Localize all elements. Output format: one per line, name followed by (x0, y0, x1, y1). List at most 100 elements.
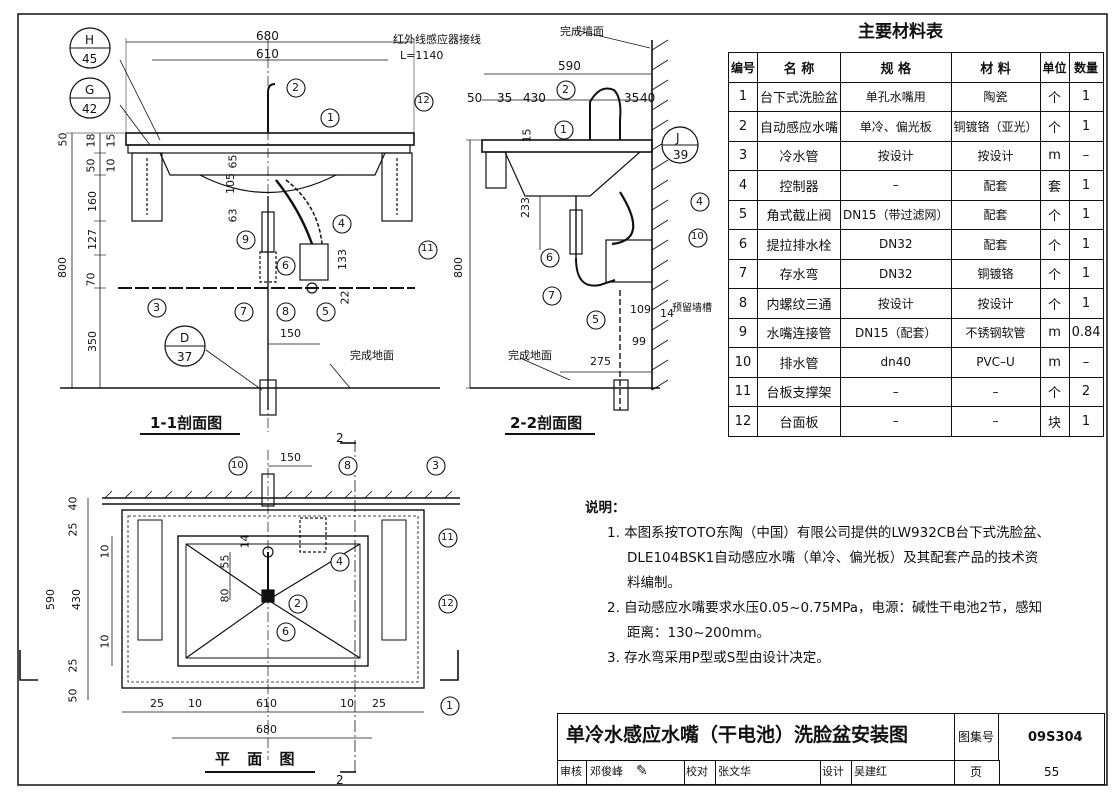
s1-callout-12: 12 (417, 95, 430, 106)
cell-unit: 个 (1039, 258, 1070, 289)
plan-callout-4: 4 (336, 555, 343, 568)
note-line: 2. 自动感应水嘴要求水压0.05~0.75MPa，电源：碱性干电池2节，感知 (607, 600, 1043, 616)
dim-left-70: 70 (84, 272, 98, 287)
cell-material: PVC–U (950, 347, 1041, 378)
floor-label-s1: 完成地面 (350, 349, 394, 362)
section1-dim-680: 680 (256, 29, 279, 43)
cell-spec: – (840, 376, 952, 407)
cell-spec: DN15（配套） (840, 317, 952, 348)
materials-table-title: 主要材料表 (858, 22, 943, 42)
cell-name: 角式截止阀 (757, 199, 842, 230)
cell-unit: 个 (1039, 81, 1070, 112)
cell-name: 排水管 (757, 347, 842, 378)
dim-22: 22 (338, 290, 352, 305)
plan-dim-10: 10 (98, 544, 112, 559)
cell-unit: 个 (1039, 111, 1070, 142)
cell-material: 铜镀铬（亚光） (950, 111, 1041, 142)
notes-block: 说明： 1. 本图系按TOTO东陶（中国）有限公司提供的LW932CB台下式洗脸… (585, 496, 1075, 671)
cell-spec: 按设计 (840, 288, 952, 319)
sensor-wire-note: 红外线感应器接线 (393, 33, 481, 46)
cell-qty: – (1068, 140, 1104, 171)
section1-dim-610: 610 (256, 47, 279, 61)
cell-no: 10 (727, 347, 759, 378)
reviewer-signature: ✎ (636, 763, 648, 779)
dim-left-160: 160 (86, 191, 99, 212)
checker-name: 张文华 (718, 765, 751, 778)
plan-callout-12: 12 (441, 598, 454, 609)
s2-dim-99: 99 (632, 335, 646, 348)
cell-no: 9 (727, 317, 759, 348)
plan-dim-150: 150 (280, 451, 301, 464)
note-line: 距离：130~200mm。 (627, 625, 771, 641)
ref-h-top: H (85, 33, 95, 47)
dim-133: 133 (336, 249, 349, 270)
s1-callout-2: 2 (292, 81, 299, 94)
ref-h-bottom: 45 (82, 52, 98, 66)
s1-callout-3: 3 (153, 301, 160, 314)
cell-unit: 个 (1039, 229, 1070, 260)
plan-callout-1: 1 (446, 699, 453, 712)
materials-table-header: 编号 名 称 规 格 材 料 单位 数量 (727, 52, 1104, 83)
s2-dim-15: 15 (520, 128, 534, 143)
title-block: 单冷水感应水嘴（干电池）洗脸盆安装图 图集号 09S304 审核 邓俊峰 ✎ 校… (557, 713, 1105, 785)
note-line: 1. 本图系按TOTO东陶（中国）有限公司提供的LW932CB台下式洗脸盆、 (607, 525, 1051, 541)
s2-callout-1: 1 (560, 123, 567, 136)
s2-dim-109: 109 (630, 303, 651, 316)
dim-left-50b: 50 (84, 158, 98, 173)
design-label: 设计 (822, 765, 844, 778)
ref-j-top: J (676, 131, 680, 145)
cell-material: – (950, 376, 1041, 407)
col-header-no: 编号 (727, 52, 759, 83)
cell-no: 8 (727, 288, 759, 319)
s2-dim-233: 233 (519, 197, 532, 218)
dim-150-s1: 150 (280, 327, 301, 340)
dim-left-18: 18 (84, 133, 98, 148)
cell-name: 台面板 (757, 406, 842, 437)
plan-dim-b25: 25 (150, 697, 164, 710)
s2-callout-2: 2 (562, 83, 569, 96)
page-label: 页 (970, 765, 983, 779)
s1-callout-9: 9 (242, 233, 249, 246)
cell-qty: – (1068, 347, 1104, 378)
dim-105: 105 (224, 173, 237, 194)
callout-circles (147, 78, 710, 716)
ref-g-bottom: 42 (82, 102, 98, 116)
cell-name: 存水弯 (757, 258, 842, 289)
cell-no: 5 (727, 199, 759, 230)
cell-material: 配套 (950, 199, 1041, 230)
cell-unit: 个 (1039, 288, 1070, 319)
plan-callout-8: 8 (344, 459, 351, 472)
cell-unit: m (1039, 347, 1070, 378)
sheet-frame (17, 13, 1108, 786)
col-header-unit: 单位 (1039, 52, 1070, 83)
cell-spec: 按设计 (840, 140, 952, 171)
sensor-wire-length: L=1140 (400, 49, 444, 62)
plan-dim-b680: 680 (256, 723, 277, 736)
cell-qty: 1 (1068, 199, 1104, 230)
cell-unit: 个 (1039, 199, 1070, 230)
dim-65: 65 (226, 154, 240, 169)
check-label: 校对 (686, 765, 708, 778)
s1-callout-6: 6 (282, 259, 289, 272)
s2-callout-4: 4 (696, 195, 703, 208)
s1-callout-8: 8 (282, 305, 289, 318)
notes-heading: 说明： (585, 500, 626, 516)
cell-spec: DN15（带过滤网） (840, 199, 952, 230)
plan-dim-14: 14 (238, 534, 252, 549)
s2-callout-6: 6 (546, 251, 553, 264)
ref-circle-h45 (69, 27, 111, 69)
cell-qty: 1 (1068, 406, 1104, 437)
cell-material: 配套 (950, 229, 1041, 260)
dim-left-350: 350 (86, 331, 99, 352)
cell-name: 冷水管 (757, 140, 842, 171)
cell-qty: 1 (1068, 170, 1104, 201)
s2-dim-430: 430 (523, 91, 546, 105)
cell-name: 内螺纹三通 (757, 288, 842, 319)
page-number: 55 (1044, 765, 1060, 779)
section-2-2 (466, 29, 669, 411)
